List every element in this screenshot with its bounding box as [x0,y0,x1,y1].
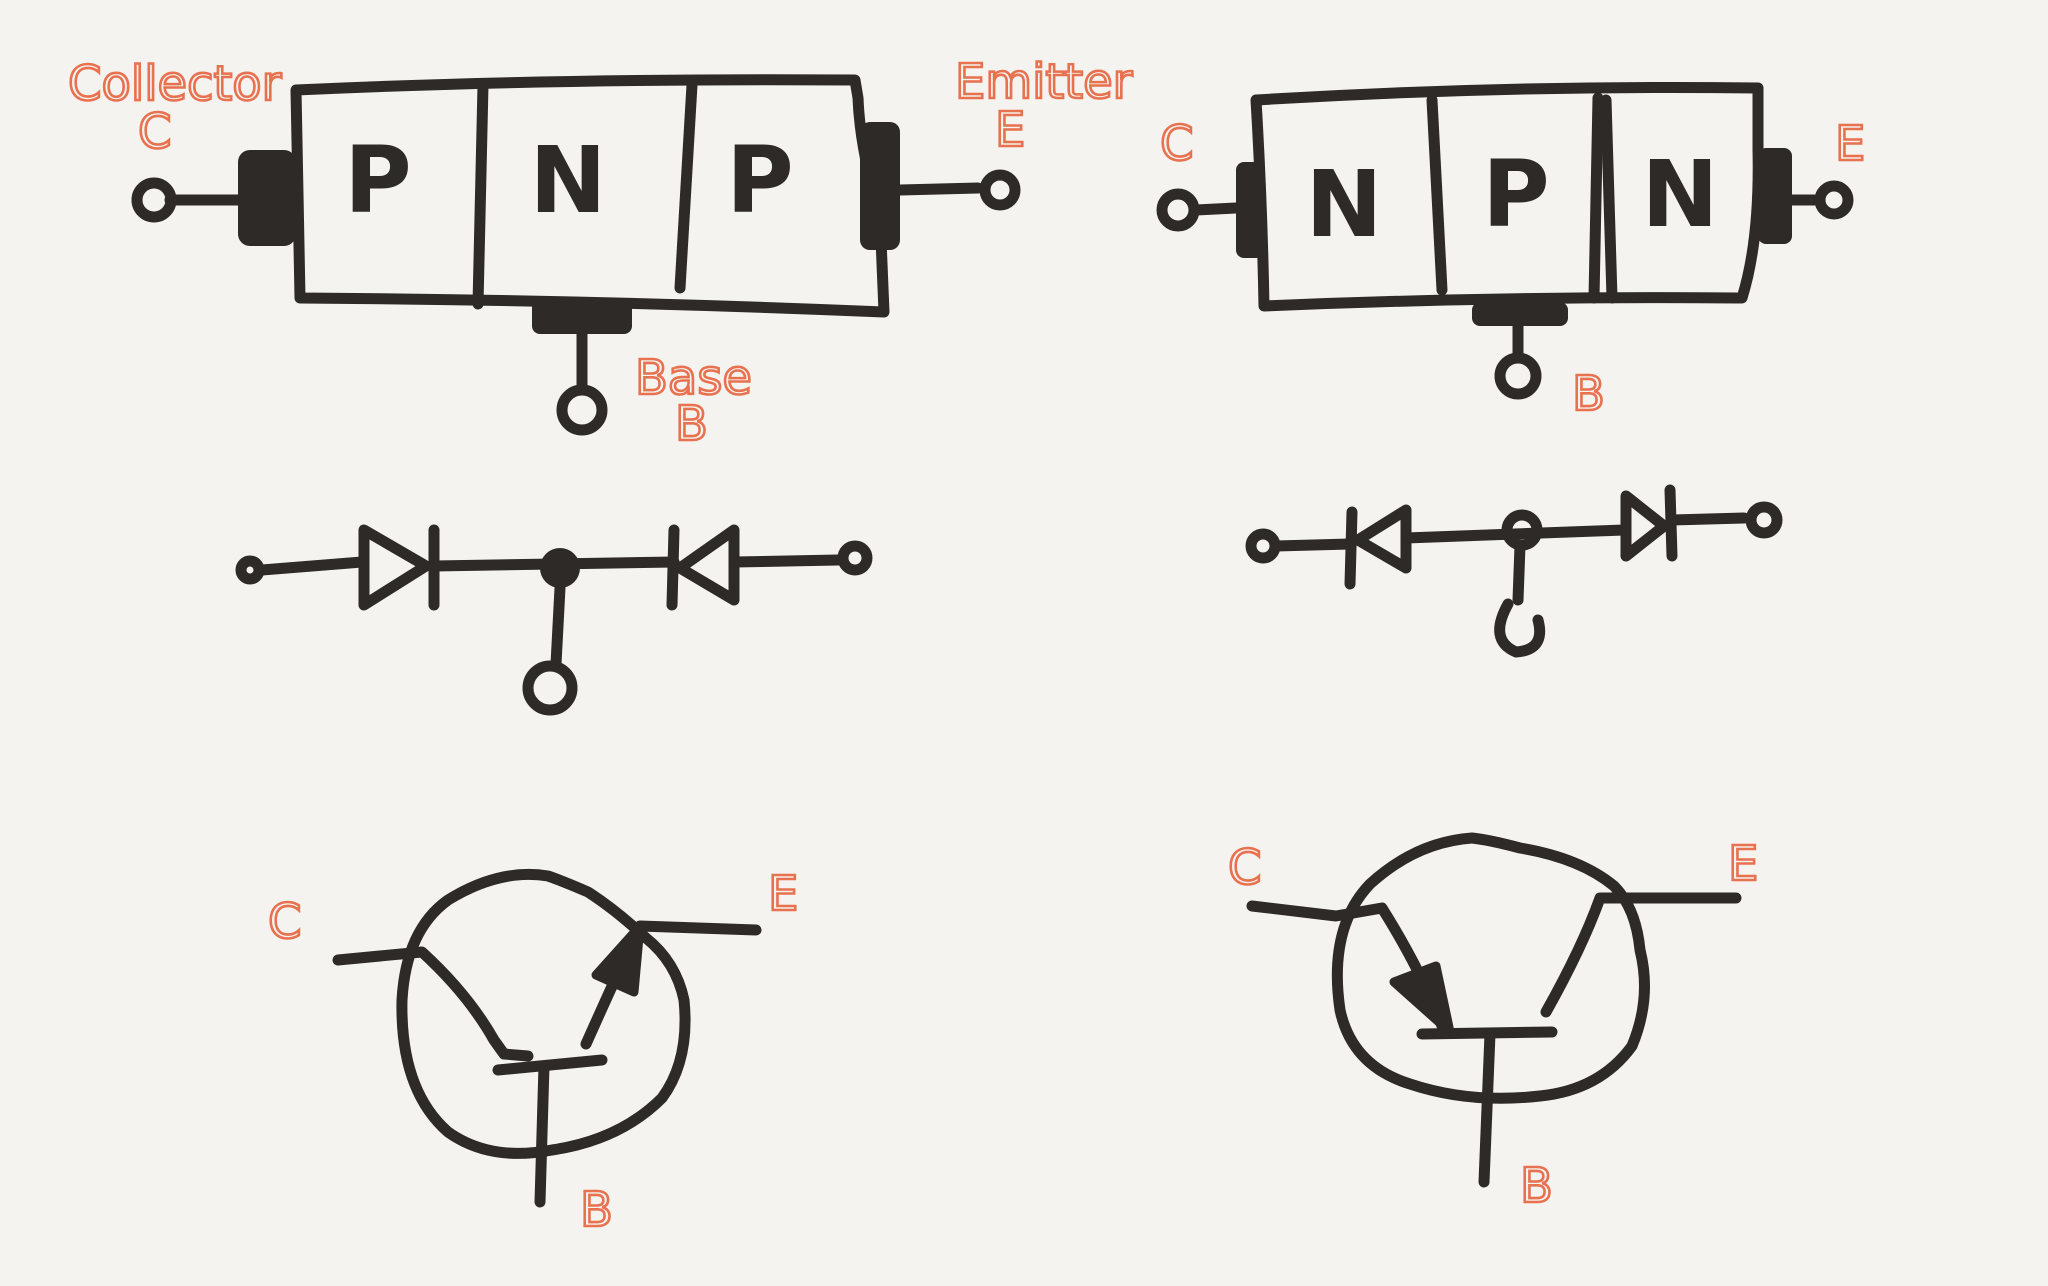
npn-emitter-letter: E [1835,116,1865,172]
pnp-diode-junction-dot [540,548,580,588]
pnp-layer-3-label: P [726,127,793,234]
npn-divider-2 [1588,92,1604,304]
npn-symbol-collector-letter: C [1228,840,1262,896]
npn-diode-base-terminal [1494,598,1546,658]
pnp-base-word: Base [635,350,752,406]
pnp-emitter-letter: E [995,102,1025,158]
npn-emitter-terminal [1814,180,1854,220]
npn-diode-wire-right [1666,512,1750,526]
pnp-symbol-base-lead [534,1060,550,1208]
pnp-symbol-collector-letter: C [268,894,302,950]
pnp-transistor-symbol: C E B [267,865,800,1240]
npn-layer-2-label: P [1482,141,1549,248]
pnp-diode-2-bar [666,524,680,611]
pnp-emitter-terminal [979,169,1021,211]
npn-base-letter: B [1572,366,1605,422]
npn-collector-letter: C [1160,116,1194,172]
npn-base-contact [1472,302,1568,326]
pnp-diode-wire-right [728,554,844,568]
npn-diode-right-terminal [1745,501,1783,539]
pnp-emitter-lead [894,182,984,196]
npn-diode-wire-mid [1400,524,1630,544]
pnp-divider-2 [674,79,698,294]
pnp-collector-terminal [131,177,177,223]
npn-divider-3 [1600,94,1618,304]
pnp-symbol-base-bar [492,1054,608,1076]
pnp-diode-1-triangle [358,524,432,611]
npn-transistor-symbol: C E B [1227,832,1760,1215]
pnp-divider-1 [472,79,489,310]
pnp-diode-base-lead [550,582,566,670]
pnp-diode-2-triangle [674,524,740,606]
pnp-block-outline [290,74,890,318]
pnp-diode-equivalent [235,524,873,716]
pnp-diode-left-terminal [235,555,265,585]
npn-diode-1-bar [1344,506,1358,590]
pnp-emitter-word: Emitter [955,54,1133,110]
npn-emitter-contact [1758,148,1792,244]
pnp-layer-2-label: N [530,127,607,234]
pnp-collector-contact [238,150,296,246]
npn-divider-1 [1426,94,1448,296]
pnp-collector-letter: C [138,104,172,160]
npn-collector-contact [1236,162,1264,258]
npn-layer-1-label: N [1306,151,1383,258]
pnp-symbol-base-letter: B [580,1182,613,1238]
npn-symbol-emitter-wire [1540,892,1742,1018]
npn-diode-wire-left [1270,538,1356,552]
pnp-diode-base-terminal [522,660,578,716]
pnp-symbol-collector-wire [332,946,534,1062]
pnp-collector-word: Collector [68,56,282,112]
pnp-layer-1-label: P [344,127,411,234]
pnp-symbol-emitter-letter: E [768,866,798,922]
pnp-diode-wire-left [256,556,368,576]
npn-symbol-collector-arrow [1389,961,1455,1037]
pnp-diode-right-terminal [837,540,873,576]
pnp-symbol-emitter-arrow [591,921,645,997]
pnp-emitter-contact [860,122,900,250]
npn-symbol-base-letter: B [1520,1158,1553,1214]
npn-diode-base-lead [1512,540,1526,606]
pnp-block-diagram: P N P Collector C Emitter E Base B [67,53,1134,454]
npn-block-diagram: N P N C E B [1156,82,1867,423]
npn-collector-terminal [1156,188,1200,232]
npn-collector-lead [1190,202,1242,216]
npn-symbol-base-lead [1478,1028,1496,1188]
pnp-base-terminal [556,384,608,436]
npn-diode-2-triangle [1620,490,1670,562]
npn-symbol-circle [1331,832,1650,1104]
npn-diode-equivalent [1245,484,1783,658]
pnp-base-letter: B [675,396,708,452]
npn-diode-1-triangle [1352,504,1412,574]
npn-base-terminal [1494,352,1542,400]
npn-symbol-emitter-letter: E [1728,836,1758,892]
npn-layer-3-label: N [1642,141,1719,248]
pnp-base-contact [532,300,632,334]
